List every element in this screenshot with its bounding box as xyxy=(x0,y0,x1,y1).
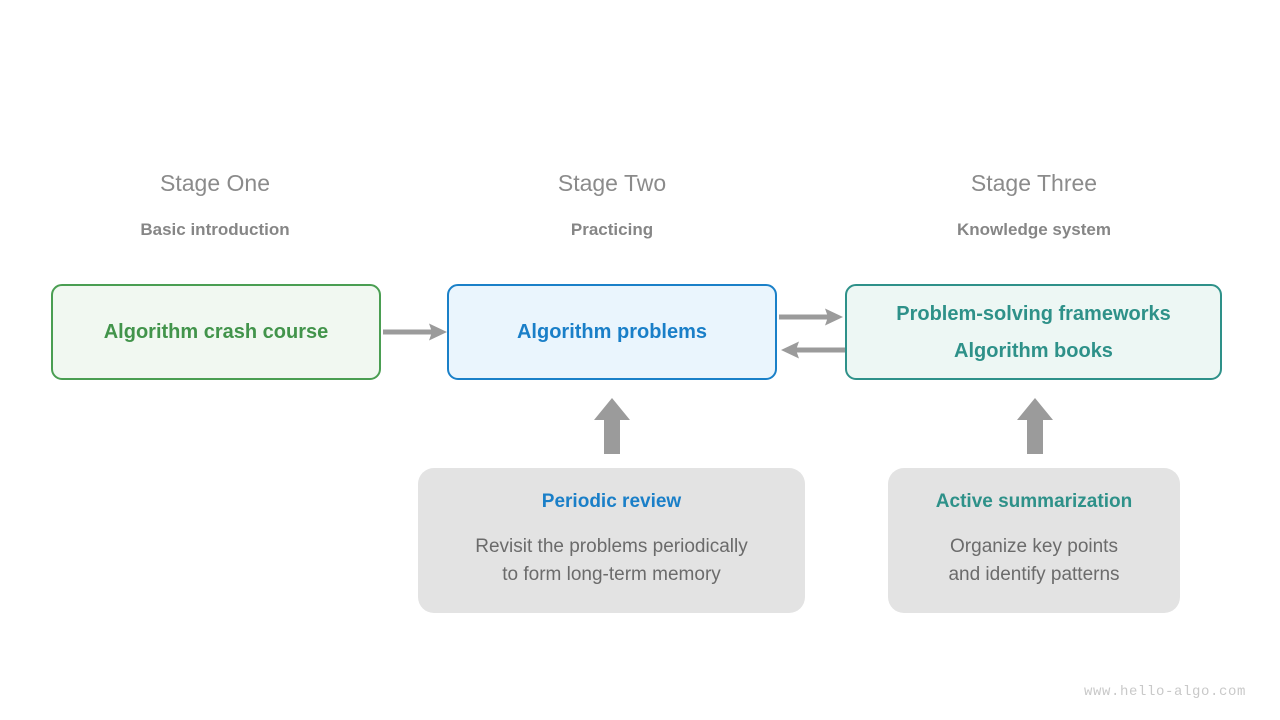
stage-header-three: Stage Three Knowledge system xyxy=(884,170,1184,239)
stage-header-two: Stage Two Practicing xyxy=(462,170,762,239)
note-summary-body: Organize key points and identify pattern… xyxy=(948,536,1120,585)
stage-three-title: Stage Three xyxy=(970,170,1098,196)
stage-two-title: Stage Two xyxy=(557,170,667,196)
node-frameworks-label-1: Problem-solving frameworks xyxy=(896,302,1171,325)
node-crash-label-1: Algorithm crash course xyxy=(103,321,329,343)
stage-header-one: Stage One Basic introduction xyxy=(65,170,365,239)
note-active-summarization[interactable]: Active summarization Organize key points… xyxy=(888,468,1180,613)
arrow-right-crash-to-problems-icon xyxy=(383,323,447,341)
note-periodic-review[interactable]: Periodic review Revisit the problems per… xyxy=(418,468,805,613)
node-algorithm-crash-course[interactable]: Algorithm crash course xyxy=(51,284,381,380)
node-problem-solving-frameworks[interactable]: Problem-solving frameworks Algorithm boo… xyxy=(845,284,1222,380)
note-summary-title: Active summarization xyxy=(935,491,1133,513)
node-algorithm-problems[interactable]: Algorithm problems xyxy=(447,284,777,380)
note-review-title: Periodic review xyxy=(541,491,682,513)
watermark-url: www.hello-algo.com xyxy=(1083,684,1246,700)
note-review-body: Revisit the problems periodically to for… xyxy=(475,536,748,585)
node-frameworks-label-2: Algorithm books xyxy=(954,339,1113,362)
arrow-right-problems-to-frameworks-icon xyxy=(779,308,843,326)
stage-three-subtitle: Knowledge system xyxy=(957,220,1111,239)
arrow-left-frameworks-to-problems-icon xyxy=(781,341,845,359)
stage-one-title: Stage One xyxy=(160,170,270,196)
stage-two-subtitle: Practicing xyxy=(570,220,654,239)
stage-one-subtitle: Basic introduction xyxy=(140,220,290,239)
node-problems-label-1: Algorithm problems xyxy=(516,321,707,343)
arrow-up-review-to-problems-icon xyxy=(594,398,630,454)
arrow-up-summary-to-frameworks-icon xyxy=(1017,398,1053,454)
